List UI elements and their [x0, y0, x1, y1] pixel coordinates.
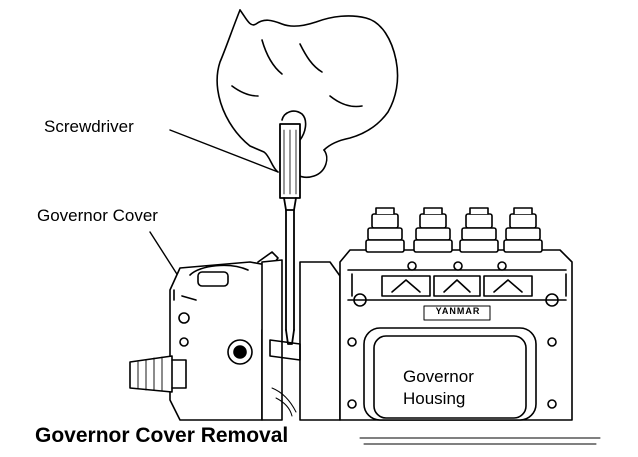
- base-hatch: [359, 437, 601, 445]
- screwdriver-leader: [169, 129, 279, 173]
- delivery-valves: [365, 207, 543, 271]
- pump-brand-plate: YANMAR: [435, 306, 481, 316]
- hand: [216, 9, 399, 179]
- left-fitting: [129, 355, 187, 393]
- screwdriver-label: Screwdriver: [44, 117, 134, 136]
- governor-housing-label-line1: Governor: [403, 367, 474, 386]
- governor-cover-label: Governor Cover: [37, 206, 158, 225]
- figure-caption: Governor Cover Removal: [35, 424, 289, 447]
- governor-housing-label-line2: Housing: [403, 389, 466, 408]
- pump-body: [339, 249, 573, 421]
- leader-lines: [149, 129, 279, 283]
- screwdriver: [279, 123, 301, 345]
- governor-cover: [169, 251, 279, 421]
- mid-plate: [261, 259, 341, 421]
